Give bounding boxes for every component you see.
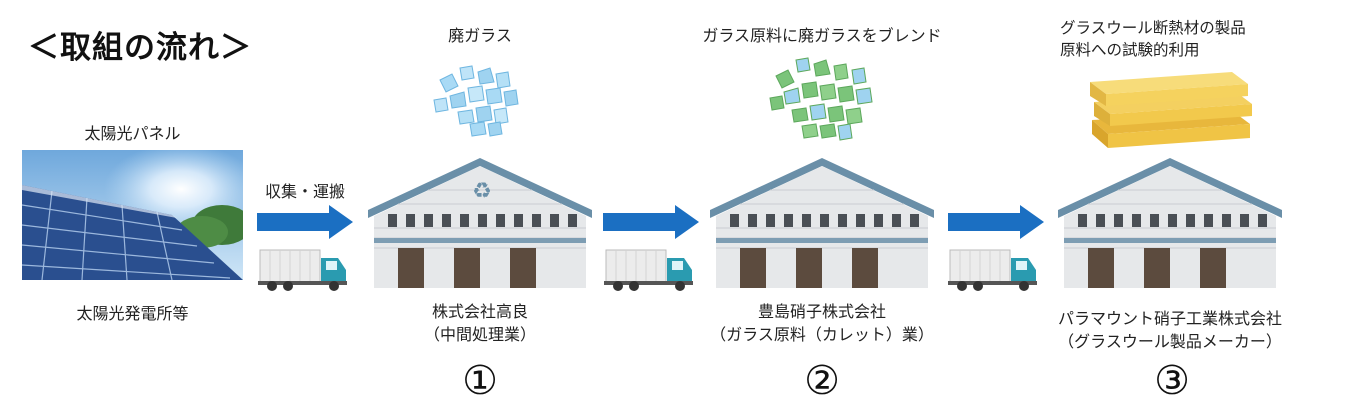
transport-label: 収集・運搬	[264, 182, 345, 201]
solar-panel-label: 太陽光パネル	[84, 124, 181, 143]
solar-panel-image	[22, 150, 243, 280]
step2-top-label: ガラス原料に廃ガラスをブレンド	[702, 26, 942, 45]
warehouse-icon	[368, 158, 592, 288]
arrow-right-icon	[948, 205, 1044, 239]
step3-role: （グラスウール製品メーカー）	[1058, 332, 1282, 351]
warehouse-icon	[1058, 158, 1282, 288]
step3-top-label-line2: 原料への試験的利用	[1060, 41, 1200, 59]
glass-pieces-image	[769, 57, 873, 141]
step2-role: （ガラス原料（カレット）業）	[710, 325, 934, 344]
glass-pieces-image	[433, 65, 519, 137]
truck-icon	[604, 249, 693, 291]
warehouse-icon	[710, 158, 934, 288]
recycle-icon: ♻	[472, 179, 492, 204]
step1-company: 株式会社高良	[431, 302, 528, 321]
step3-company: パラマウント硝子工業株式会社	[1057, 309, 1282, 328]
page-title: ＜取組の流れ＞	[28, 30, 252, 66]
truck-icon	[948, 249, 1037, 291]
step2-number: ②	[804, 358, 840, 404]
glasswool-image	[1090, 72, 1252, 148]
step1-role: （中間処理業）	[423, 325, 536, 344]
step1-number: ①	[462, 358, 498, 404]
step3-top-label-line1: グラスウール断熱材の製品	[1060, 19, 1246, 37]
step1-top-label: 廃ガラス	[448, 26, 512, 45]
solar-plant-label: 太陽光発電所等	[76, 304, 189, 323]
step3-number: ③	[1154, 358, 1190, 404]
arrow-right-icon	[603, 205, 699, 239]
arrow-right-icon	[257, 205, 353, 239]
step2-company: 豊島硝子株式会社	[757, 302, 886, 321]
truck-icon	[258, 249, 347, 291]
